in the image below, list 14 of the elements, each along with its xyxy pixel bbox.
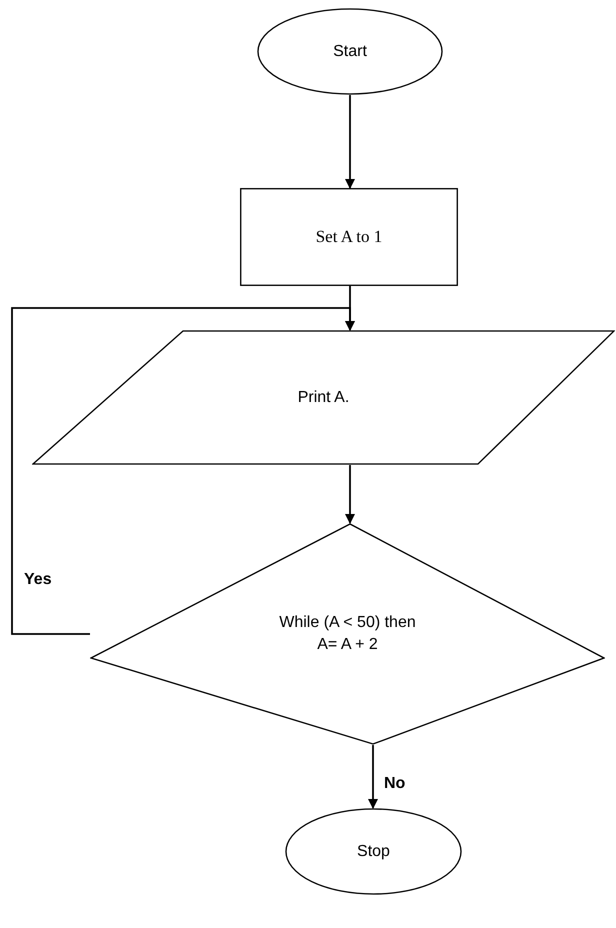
- start-terminal: [257, 8, 443, 95]
- node-label: Stop: [357, 842, 390, 862]
- node-label: While (A < 50) then A= A + 2: [278, 613, 417, 655]
- arrow: [11, 307, 355, 635]
- process-box: [240, 188, 458, 286]
- arrow: [345, 465, 355, 524]
- input-output-parallelogram: [32, 330, 615, 465]
- arrow: [368, 745, 378, 809]
- stop-terminal: [285, 808, 462, 895]
- node-label: Start: [333, 42, 367, 62]
- arrow: [345, 95, 355, 189]
- node-label: Set A to 1: [316, 226, 382, 248]
- node-label: Print A.: [298, 388, 350, 408]
- decision-diamond: [90, 523, 605, 745]
